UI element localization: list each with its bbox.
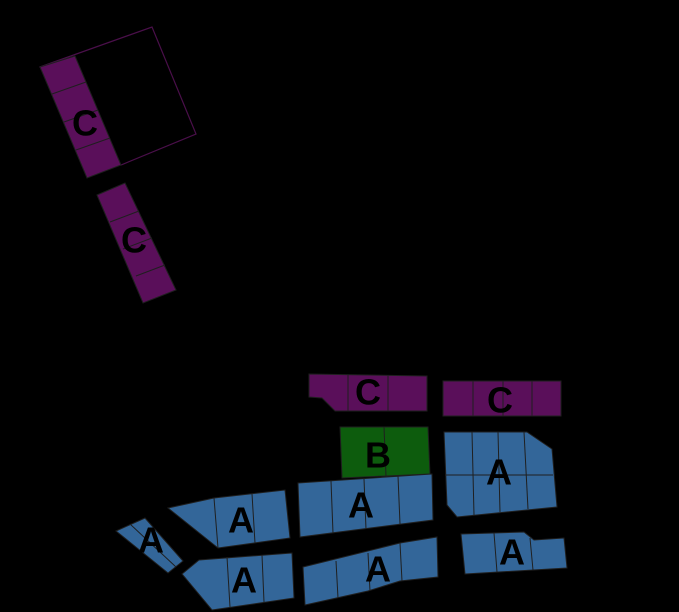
lot-divider [335, 560, 339, 599]
zone-label: A [138, 520, 164, 561]
zone-a-far-left[interactable]: A [115, 517, 184, 574]
lot-divider [397, 475, 401, 525]
lot-divider [226, 556, 231, 608]
lot-divider [330, 480, 334, 534]
zone-a-center-lower[interactable]: A [302, 536, 439, 606]
zone-a-right-upper[interactable]: A [443, 431, 558, 518]
lot-divider [383, 426, 387, 477]
zone-c-strip [39, 55, 122, 179]
lot-divider [251, 493, 256, 544]
zone-a-center-upper[interactable]: A [297, 473, 434, 538]
zone-label: A [228, 500, 254, 541]
zone-label: C [72, 103, 98, 144]
zone-c-mid-parcel[interactable]: C [96, 182, 177, 304]
lot-divider [529, 537, 534, 571]
lot-divider [75, 137, 111, 151]
zone-a-lot [460, 531, 568, 575]
zone-label: C [487, 380, 513, 421]
zone-a-left-lower[interactable]: A [181, 552, 295, 611]
zone-a-right-lower[interactable]: A [460, 531, 568, 575]
zone-label: C [121, 220, 147, 261]
zone-c-row-right[interactable]: C [442, 380, 562, 421]
zone-label: A [365, 549, 391, 590]
lot-divider [493, 532, 498, 573]
lot-divider [471, 431, 475, 516]
zone-label: C [355, 372, 381, 413]
zone-c-block [308, 373, 428, 412]
zone-a-lot [115, 517, 184, 574]
lot-divider [261, 554, 265, 603]
lot-divider [122, 237, 153, 250]
zone-label: A [486, 452, 512, 493]
lot-divider [523, 431, 529, 510]
lot-divider [213, 497, 219, 549]
zone-a-left-upper[interactable]: A [166, 489, 291, 549]
zone-c-strip [96, 182, 177, 304]
lot-divider [51, 81, 87, 95]
lot-divider [109, 210, 140, 223]
zone-a-lot [166, 489, 291, 549]
zone-a-lot [302, 536, 439, 606]
zone-a-lot [181, 552, 295, 611]
zone-c-top-parcel[interactable]: C [38, 26, 197, 179]
zone-label: B [365, 435, 391, 476]
zone-label: A [231, 560, 257, 601]
lot-divider [367, 552, 371, 592]
zone-label: A [499, 532, 525, 573]
lot-divider [135, 264, 166, 277]
zone-c-row-left[interactable]: C [308, 372, 428, 413]
lot-divider [399, 542, 403, 582]
lot-divider [63, 109, 99, 123]
zone-b-block[interactable]: B [339, 426, 431, 479]
lot-divider [363, 478, 367, 530]
lot-divider [497, 431, 501, 513]
lot-divider [129, 523, 177, 568]
zone-label: A [348, 485, 374, 526]
